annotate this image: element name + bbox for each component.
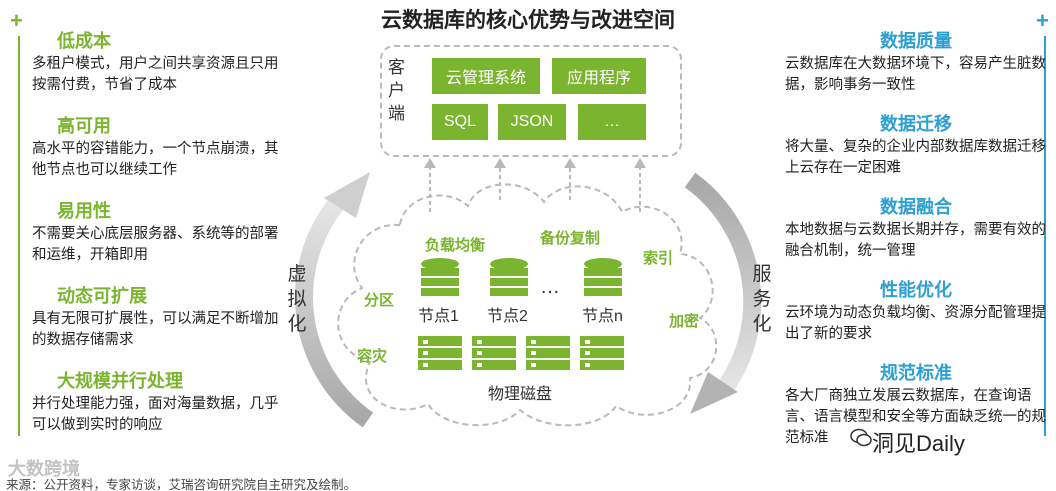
feature-index: 索引	[643, 250, 674, 267]
list-item: 数据质量 云数据库在大数据环境下，容易产生脏数据，影响事务一致性	[785, 28, 1047, 111]
plus-icon: +	[10, 8, 23, 33]
sql-button: SQL	[432, 104, 488, 140]
node-label: 节点2	[487, 308, 528, 325]
servitization-arrow	[684, 172, 762, 414]
advantages-list: 低成本 多租户模式，用户之间共享资源且只用按需付费，节省了成本 高可用 高水平的…	[32, 28, 282, 453]
watermark-left: 大数跨境	[8, 459, 80, 479]
list-item: 规范标准 各大厂商独立发展云数据库，在查询语言、语言模型和安全等方面缺乏统一的规…	[785, 360, 1047, 446]
item-desc: 将大量、复杂的企业内部数据库数据迁移上云存在一定困难	[785, 139, 1046, 176]
connector-arrows	[424, 158, 646, 212]
item-desc: 各大厂商独立发展云数据库，在查询语言、语言模型和安全等方面缺乏统一的规范标准	[785, 388, 1046, 446]
item-title: 易用性	[57, 201, 111, 221]
virtualization-arrow	[295, 172, 374, 428]
item-desc: 多租户模式，用户之间共享资源且只用按需付费，节省了成本	[32, 56, 279, 93]
item-title: 数据迁移	[880, 114, 952, 134]
item-desc: 高水平的容错能力，一个节点崩溃，其他节点也可以继续工作	[32, 141, 279, 178]
item-desc: 云环境为动态负载均衡、资源分配管理提出了新的要求	[785, 305, 1046, 342]
database-icon	[421, 258, 459, 296]
page-title: 云数据库的核心优势与改进空间	[381, 9, 675, 32]
item-title: 数据融合	[880, 197, 952, 217]
item-title: 性能优化	[880, 280, 952, 300]
disk-block-icon	[472, 336, 516, 370]
disk-block-icon	[580, 336, 624, 370]
client-label: 客户端	[388, 58, 405, 123]
json-button: JSON	[498, 104, 566, 140]
storage-label: 物理磁盘	[488, 386, 553, 403]
list-item: 大规模并行处理 并行处理能力强，面对海量数据，几乎可以做到实时的响应	[32, 368, 282, 453]
feature-partition: 分区	[364, 292, 395, 309]
item-title: 大规模并行处理	[57, 371, 183, 391]
item-desc: 并行处理能力强，面对海量数据，几乎可以做到实时的响应	[32, 396, 279, 433]
list-item: 高可用 高水平的容错能力，一个节点崩溃，其他节点也可以继续工作	[32, 113, 282, 198]
list-item: 动态可扩展 具有无限可扩展性，可以满足不断增加的数据存储需求	[32, 283, 282, 368]
list-item: 性能优化 云环境为动态负载均衡、资源分配管理提出了新的要求	[785, 277, 1047, 360]
virtualization-label: 虚拟化	[287, 264, 307, 335]
item-desc: 不需要关心底层服务器、系统等的部署和运维，开箱即用	[32, 226, 279, 263]
list-item: 低成本 多租户模式，用户之间共享资源且只用按需付费，节省了成本	[32, 28, 282, 113]
application-button: 应用程序	[552, 58, 646, 94]
item-title: 低成本	[57, 31, 111, 51]
plus-icon: +	[1036, 8, 1049, 33]
servitization-label: 服务化	[752, 264, 772, 335]
feature-backup-replication: 备份复制	[540, 230, 601, 247]
improvements-list: 数据质量 云数据库在大数据环境下，容易产生脏数据，影响事务一致性 数据迁移 将大…	[785, 28, 1047, 446]
node-label: 节点1	[418, 308, 459, 325]
watermark-right: 洞见Daily	[872, 431, 965, 456]
more-button: …	[578, 104, 646, 140]
feature-disaster-recovery: 容灾	[357, 348, 388, 365]
cloud-management-button: 云管理系统	[432, 58, 540, 94]
node-label: 节点n	[582, 308, 623, 325]
item-title: 规范标准	[880, 363, 952, 383]
item-title: 数据质量	[880, 31, 952, 51]
node-ellipsis: …	[540, 276, 560, 298]
database-icon	[584, 258, 622, 296]
database-icon	[490, 258, 528, 296]
list-item: 易用性 不需要关心底层服务器、系统等的部署和运维，开箱即用	[32, 198, 282, 283]
left-accent-line	[18, 36, 20, 436]
item-title: 动态可扩展	[57, 286, 147, 306]
source-footnote: 来源：公开资料，专家访谈，艾瑞咨询研究院自主研究及绘制。	[6, 478, 357, 491]
feature-load-balancing: 负载均衡	[425, 237, 486, 254]
list-item: 数据融合 本地数据与云数据长期并存，需要有效的融合机制，统一管理	[785, 194, 1047, 277]
disk-block-icon	[526, 336, 570, 370]
feature-encryption: 加密	[669, 313, 700, 330]
disk-block-icon	[418, 336, 462, 370]
item-title: 高可用	[57, 116, 111, 136]
right-accent-line	[1044, 36, 1046, 436]
item-desc: 具有无限可扩展性，可以满足不断增加的数据存储需求	[32, 311, 279, 348]
list-item: 数据迁移 将大量、复杂的企业内部数据库数据迁移上云存在一定困难	[785, 111, 1047, 194]
wechat-icon	[850, 428, 872, 447]
client-box	[380, 45, 682, 157]
item-desc: 云数据库在大数据环境下，容易产生脏数据，影响事务一致性	[785, 56, 1046, 93]
item-desc: 本地数据与云数据长期并存，需要有效的融合机制，统一管理	[785, 222, 1046, 259]
